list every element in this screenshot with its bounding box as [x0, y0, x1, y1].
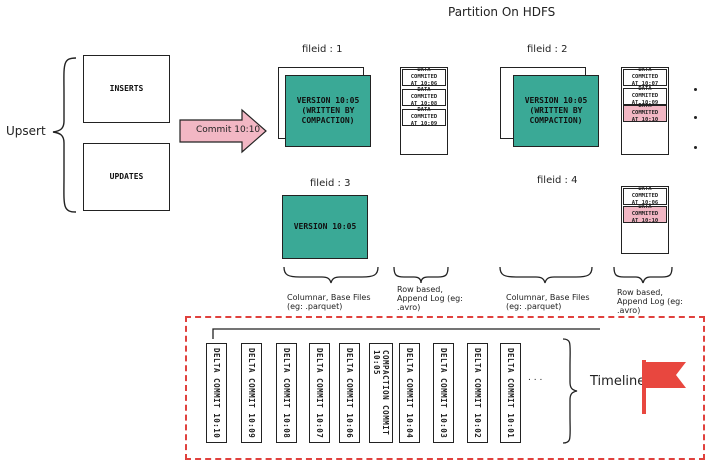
fileid-2-version: VERSION 10:05 (WRITTEN BY COMPACTION): [524, 96, 588, 125]
fileid-1-log-entry: DATA COMMITED AT 10:09: [402, 107, 446, 127]
more-dots: [694, 88, 697, 91]
fileid-2-base-file: VERSION 10:05 (WRITTEN BY COMPACTION): [513, 75, 599, 147]
fileid-3-version: VERSION 10:05: [293, 222, 357, 231]
fileid-1-version: VERSION 10:05 (WRITTEN BY COMPACTION): [296, 96, 360, 125]
timeline-commit: DELTA COMMIT 10:08: [276, 343, 297, 443]
fileid-4-label: fileid : 4: [537, 175, 578, 186]
file-type-braces: [283, 266, 673, 284]
fileid-2-log-entry: DATA COMMITED AT 10:07: [623, 67, 667, 87]
fileid-3-label: fileid : 3: [310, 178, 351, 189]
timeline-ellipsis: . . .: [528, 373, 543, 383]
fileid-2-label: fileid : 2: [527, 44, 568, 55]
timeline-region: [185, 316, 705, 460]
fileid-2-log-entry: DATA COMMITED AT 10:09: [623, 86, 667, 106]
inserts-box: INSERTS: [83, 55, 170, 123]
fileid-1-log-entry: DATA COMMITED AT 10:08: [402, 87, 446, 107]
commit-arrow: [179, 108, 267, 154]
page-title: Partition On HDFS: [448, 5, 556, 19]
upsert-brace: [52, 57, 77, 213]
timeline-compaction-commit: COMPACTION COMMIT 10:05: [369, 343, 393, 443]
inserts-label: INSERTS: [109, 84, 144, 93]
timeline-commit: DELTA COMMIT 10:04: [399, 343, 420, 443]
columnar-files-label: Columnar, Base Files (eg: .parquet): [506, 293, 590, 311]
flag-icon: [642, 360, 686, 414]
timeline-commit: DELTA COMMIT 10:02: [467, 343, 488, 443]
timeline-commit: DELTA COMMIT 10:10: [206, 343, 227, 443]
updates-label: UPDATES: [109, 172, 144, 181]
fileid-4-log-entry: DATA COMMITED AT 10:06: [623, 186, 667, 206]
more-dots: [694, 116, 697, 119]
timeline-commit: DELTA COMMIT 10:03: [433, 343, 454, 443]
columnar-files-label: Columnar, Base Files (eg: .parquet): [287, 293, 371, 311]
timeline-commit: DELTA COMMIT 10:01: [500, 343, 521, 443]
timeline-commit: DELTA COMMIT 10:07: [309, 343, 330, 443]
row-based-log-label: Row based, Append Log (eg: .avro): [397, 285, 463, 312]
fileid-1-log-entry: DATA COMMITED AT 10:06: [402, 67, 446, 87]
timeline-track: [212, 328, 600, 339]
updates-box: UPDATES: [83, 143, 170, 211]
fileid-1-base-file: VERSION 10:05 (WRITTEN BY COMPACTION): [285, 75, 371, 147]
timeline-brace: [562, 338, 578, 444]
fileid-2-log-entry-new: DATA COMMITED AT 10:10: [623, 103, 667, 123]
fileid-3-base-file: VERSION 10:05: [282, 195, 368, 259]
more-dots: [694, 146, 697, 149]
upsert-label: Upsert: [6, 124, 46, 138]
fileid-4-log-entry-new: DATA COMMITED AT 10:10: [623, 204, 667, 224]
fileid-1-label: fileid : 1: [302, 44, 343, 55]
row-based-log-label: Row based, Append Log (eg: .avro): [617, 288, 683, 315]
commit-arrow-label: Commit 10:10: [196, 125, 261, 135]
timeline-commit: DELTA COMMIT 10:06: [339, 343, 360, 443]
timeline-label: Timeline: [590, 374, 646, 389]
timeline-commit: DELTA COMMIT 10:09: [241, 343, 262, 443]
